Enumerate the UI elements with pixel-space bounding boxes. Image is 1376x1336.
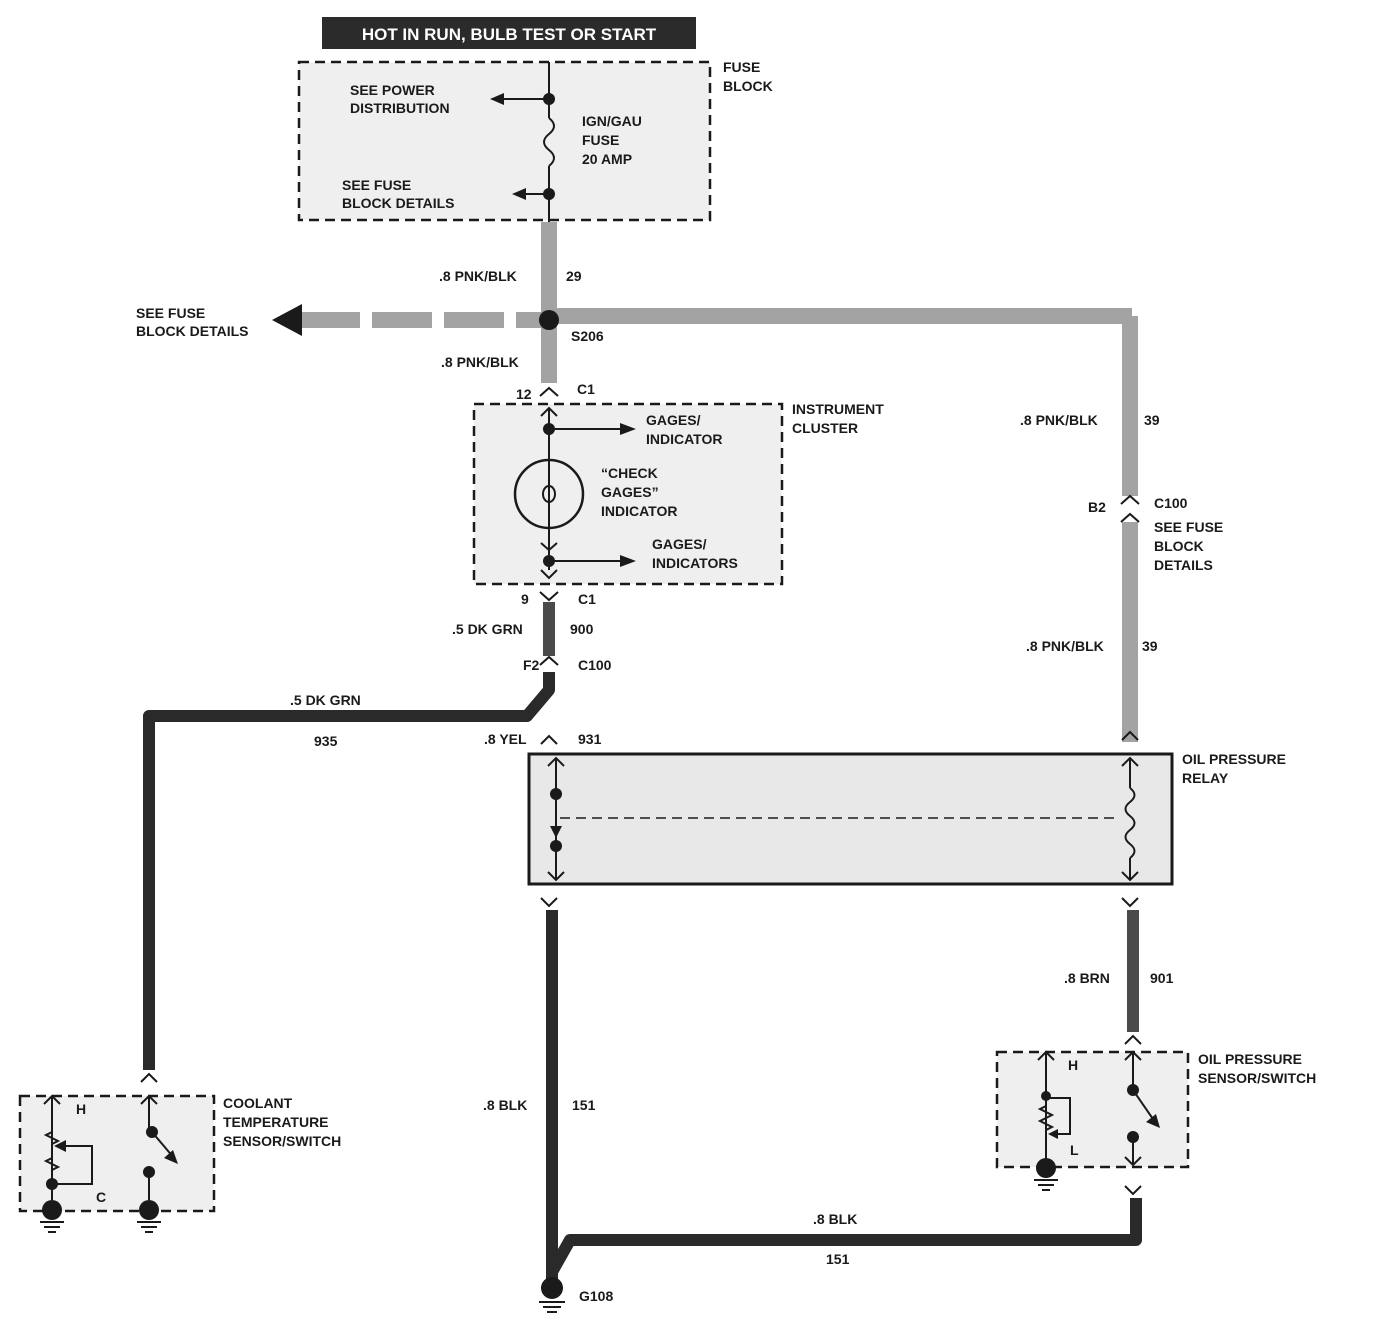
oil-relay-label-1: OIL PRESSURE	[1182, 751, 1286, 767]
oil-sensor-h: H	[1068, 1057, 1078, 1073]
instrument-cluster-label-1: INSTRUMENT	[792, 401, 884, 417]
wire-935	[143, 672, 555, 1070]
coolant-h: H	[76, 1101, 86, 1117]
arrow-right-icon	[620, 423, 636, 435]
relay-coil-icon	[1124, 787, 1136, 859]
c100-f2-label: C100	[578, 657, 612, 673]
splice-ref-2: BLOCK DETAILS	[136, 323, 249, 339]
oil-pressure-relay: OIL PRESSURE RELAY	[527, 751, 1286, 886]
w-after-splice-gauge: .8 PNK/BLK	[441, 354, 519, 370]
gages-bottom-1: GAGES/	[652, 536, 707, 552]
c1-bottom-label: C1	[578, 591, 596, 607]
w151-bottom-num: 151	[826, 1251, 850, 1267]
oil-relay-label-2: RELAY	[1182, 770, 1229, 786]
check-gages-1: “CHECK	[601, 465, 658, 481]
w39-upper-gauge: .8 PNK/BLK	[1020, 412, 1098, 428]
see-fuse-block-1: SEE FUSE	[342, 177, 411, 193]
coolant-c: C	[96, 1189, 106, 1205]
c100-b2-label: C100	[1154, 495, 1188, 511]
wire-151-bottom	[546, 1198, 1142, 1275]
coolant-label-1: COOLANT	[223, 1095, 293, 1111]
splice-ref-1: SEE FUSE	[136, 305, 205, 321]
check-gages-3: INDICATOR	[601, 503, 677, 519]
w935-gauge: .5 DK GRN	[290, 692, 361, 708]
c1-top-pin: 12	[516, 386, 532, 402]
ground-icon	[42, 1200, 62, 1220]
c100-b2-ref-3: DETAILS	[1154, 557, 1213, 573]
w39-lower-gauge: .8 PNK/BLK	[1026, 638, 1104, 654]
oil-sensor-label-1: OIL PRESSURE	[1198, 1051, 1302, 1067]
splice-s206	[539, 310, 559, 330]
w901-gauge: .8 BRN	[1064, 970, 1110, 986]
w151-bottom-gauge: .8 BLK	[813, 1211, 857, 1227]
gages-bottom-2: INDICATORS	[652, 555, 738, 571]
splice-name: S206	[571, 328, 604, 344]
w29-num: 29	[566, 268, 582, 284]
w29-gauge: .8 PNK/BLK	[439, 268, 517, 284]
instrument-cluster-label-2: CLUSTER	[792, 420, 858, 436]
ground-icon	[541, 1277, 563, 1299]
gages-top-1: GAGES/	[646, 412, 701, 428]
fuse-block: FUSE SEE POWER DISTRIBUTION IGN/GAU FUSE…	[297, 59, 760, 222]
oil-sensor-label-2: SENSOR/SWITCH	[1198, 1070, 1316, 1086]
see-fuse-block-2: BLOCK DETAILS	[342, 195, 455, 211]
gages-top-2: INDICATOR	[646, 431, 722, 447]
coolant-sensor: H C COOLANT TEMPERATURE SENSOR/SWITCH	[18, 1094, 341, 1233]
ground-icon	[139, 1200, 159, 1220]
c100-b2-pin: B2	[1088, 499, 1106, 515]
instrument-cluster: INSTRUMENT CLUSTER GAGES/ INDICATOR “CHE…	[472, 401, 884, 586]
coolant-label-2: TEMPERATURE	[223, 1114, 329, 1130]
c100-b2-ref-1: SEE FUSE	[1154, 519, 1223, 535]
title-bar	[322, 17, 696, 49]
see-power-dist-2: DISTRIBUTION	[350, 100, 450, 116]
fuse-label-1: IGN/GAU	[582, 113, 642, 129]
resistor-icon	[43, 1126, 61, 1171]
w931-gauge: .8 YEL	[484, 731, 527, 747]
ground-g108: G108	[579, 1288, 613, 1304]
c1-top-label: C1	[577, 381, 595, 397]
fuse-block-label-1: FUSE	[723, 59, 760, 75]
w901-num: 901	[1150, 970, 1174, 986]
w151-left-gauge: .8 BLK	[483, 1097, 527, 1113]
w39-upper-num: 39	[1144, 412, 1160, 428]
arrow-left-icon	[512, 188, 526, 200]
w900-num: 900	[570, 621, 594, 637]
resistor-icon	[1037, 1096, 1055, 1140]
w39-lower-num: 39	[1142, 638, 1158, 654]
oil-sensor-l: L	[1070, 1142, 1079, 1158]
check-gages-bulb-icon	[513, 458, 585, 530]
c1-bottom-pin: 9	[521, 591, 529, 607]
coolant-label-3: SENSOR/SWITCH	[223, 1133, 341, 1149]
w151-left-num: 151	[572, 1097, 596, 1113]
oil-pressure-sensor: H L OIL PRESSURE SENSOR/SWITCH	[995, 1050, 1316, 1191]
check-gages-2: GAGES”	[601, 484, 659, 500]
arrow-left-icon	[272, 304, 302, 336]
see-power-dist-1: SEE POWER	[350, 82, 435, 98]
arrow-right-icon	[620, 555, 636, 567]
fuse-label-3: 20 AMP	[582, 151, 632, 167]
title-text: HOT IN RUN, BULB TEST OR START	[362, 25, 657, 44]
w900-gauge: .5 DK GRN	[452, 621, 523, 637]
w935-num: 935	[314, 733, 338, 749]
fuse-label-2: FUSE	[582, 132, 619, 148]
fuse-block-label-2: BLOCK	[723, 78, 773, 94]
ground-icon	[1036, 1158, 1056, 1178]
c100-b2-ref-2: BLOCK	[1154, 538, 1204, 554]
w931-num: 931	[578, 731, 602, 747]
arrow-left-icon	[490, 93, 504, 105]
c100-f2-pin: F2	[523, 657, 540, 673]
